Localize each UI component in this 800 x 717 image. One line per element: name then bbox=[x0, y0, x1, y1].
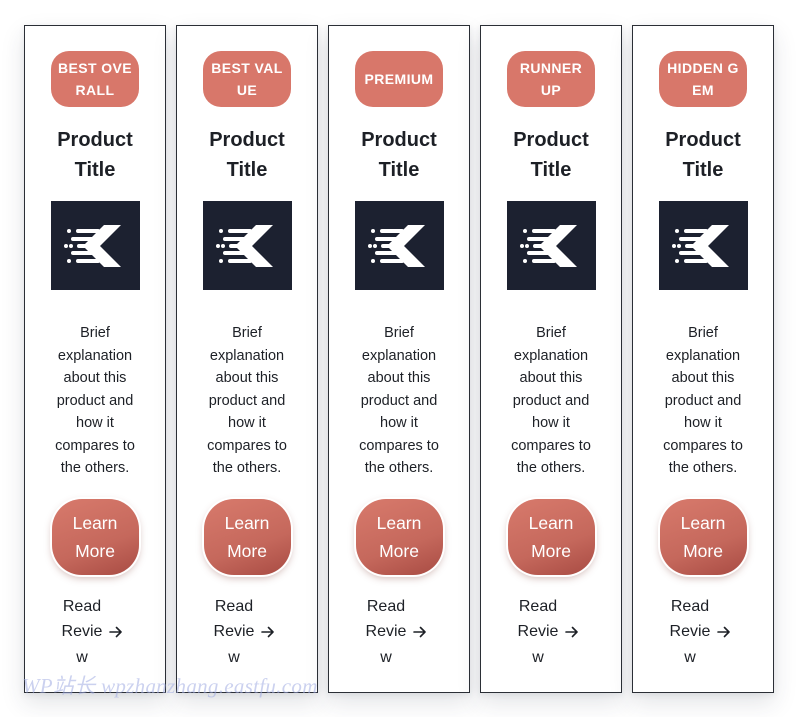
learn-more-button[interactable]: Learn More bbox=[203, 498, 291, 575]
speed-k-logo-icon bbox=[368, 224, 425, 267]
read-review-label: Read Review bbox=[365, 597, 407, 666]
speed-k-logo-icon bbox=[520, 224, 577, 267]
product-description: Brief explanation about this product and… bbox=[55, 325, 135, 476]
product-card: RUNNER UP Product Title bbox=[480, 25, 622, 693]
learn-more-button[interactable]: Learn More bbox=[507, 498, 595, 575]
product-card: HIDDEN GEM Product Title bbox=[632, 25, 774, 693]
product-title: Product Title bbox=[209, 129, 285, 181]
read-review-label: Read Review bbox=[61, 597, 103, 666]
read-review-link[interactable]: Read Review bbox=[517, 594, 585, 671]
product-description: Brief explanation about this product and… bbox=[663, 325, 743, 476]
product-logo bbox=[658, 201, 748, 290]
arrow-right-icon bbox=[261, 619, 275, 644]
read-review-link[interactable]: Read Review bbox=[213, 594, 281, 671]
product-logo bbox=[202, 201, 292, 290]
read-review-label: Read Review bbox=[517, 597, 559, 666]
learn-more-button[interactable]: Learn More bbox=[659, 498, 747, 575]
product-description: Brief explanation about this product and… bbox=[359, 325, 439, 476]
read-review-link[interactable]: Read Review bbox=[61, 594, 129, 671]
product-title: Product Title bbox=[665, 129, 741, 181]
product-logo bbox=[50, 201, 140, 290]
arrow-right-icon bbox=[565, 619, 579, 644]
read-review-label: Read Review bbox=[213, 597, 255, 666]
product-badge: BEST VALUE bbox=[203, 51, 291, 107]
product-title: Product Title bbox=[57, 129, 133, 181]
product-badge: PREMIUM bbox=[355, 51, 443, 107]
product-logo bbox=[354, 201, 444, 290]
arrow-right-icon bbox=[717, 619, 731, 644]
read-review-link[interactable]: Read Review bbox=[365, 594, 433, 671]
speed-k-logo-icon bbox=[672, 224, 729, 267]
product-card: PREMIUM Product Title bbox=[328, 25, 470, 693]
product-description: Brief explanation about this product and… bbox=[511, 325, 591, 476]
speed-k-logo-icon bbox=[216, 224, 273, 267]
product-badge: BEST OVERALL bbox=[51, 51, 139, 107]
product-card: BEST OVERALL Product Title bbox=[24, 25, 166, 693]
arrow-right-icon bbox=[109, 619, 123, 644]
read-review-label: Read Review bbox=[669, 597, 711, 666]
read-review-link[interactable]: Read Review bbox=[669, 594, 737, 671]
learn-more-button[interactable]: Learn More bbox=[51, 498, 139, 575]
product-logo bbox=[506, 201, 596, 290]
product-badge: RUNNER UP bbox=[507, 51, 595, 107]
product-comparison-cards: BEST OVERALL Product Title bbox=[24, 25, 774, 693]
product-title: Product Title bbox=[513, 129, 589, 181]
learn-more-button[interactable]: Learn More bbox=[355, 498, 443, 575]
arrow-right-icon bbox=[413, 619, 427, 644]
speed-k-logo-icon bbox=[64, 224, 121, 267]
product-card: BEST VALUE Product Title bbox=[176, 25, 318, 693]
product-title: Product Title bbox=[361, 129, 437, 181]
product-description: Brief explanation about this product and… bbox=[207, 325, 287, 476]
product-badge: HIDDEN GEM bbox=[659, 51, 747, 107]
